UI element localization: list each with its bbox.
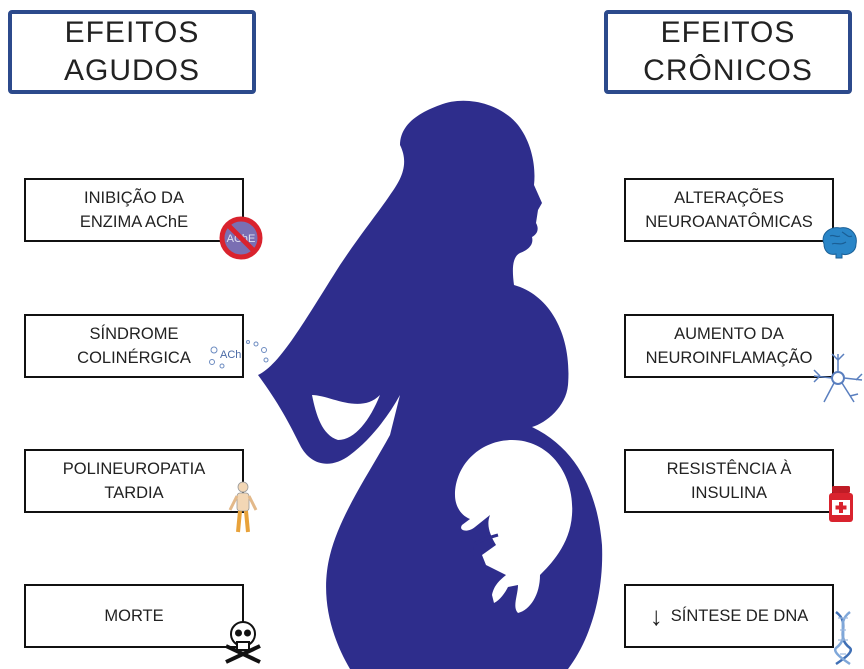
acute-effect-cholinergic-syndrome: SÍNDROME COLINÉRGICA	[24, 314, 244, 378]
down-arrow-icon: ↓	[649, 601, 663, 631]
ach-icon-label: ACh	[220, 349, 241, 361]
acute-effect-2-line1: SÍNDROME	[89, 325, 179, 343]
acute-effect-ache-inhibition: INIBIÇÃO DA ENZIMA AChE	[24, 178, 244, 242]
chronic-effect-neuroinflammation: AUMENTO DA NEUROINFLAMAÇÃO	[624, 314, 834, 378]
acute-effect-1-line1: INIBIÇÃO DA	[84, 189, 184, 207]
chronic-effect-3-line1: RESISTÊNCIA À	[666, 460, 792, 478]
acute-effect-death: MORTE	[24, 584, 244, 648]
chronic-effect-dna-synthesis: ↓ SÍNTESE DE DNA	[624, 584, 834, 648]
chronic-effect-neuroanatomical: ALTERAÇÕES NEUROANATÔMICAS	[624, 178, 834, 242]
acetylcholine-molecules-icon: ACh	[209, 340, 269, 369]
medicine-bottle-icon	[829, 486, 853, 522]
header-chronic-line2: CRÔNICOS	[643, 54, 813, 87]
ache-inhibition-icon: AChE	[219, 216, 263, 260]
header-acute-line1: EFEITOS	[64, 16, 200, 49]
chronic-effect-1-line1: ALTERAÇÕES	[674, 189, 784, 207]
dna-synthesis-row: ↓ SÍNTESE DE DNA	[650, 603, 809, 629]
chronic-effect-4-line1: SÍNTESE DE DNA	[670, 607, 809, 625]
header-chronic-effects: EFEITOS CRÔNICOS	[604, 10, 852, 94]
header-chronic-line1: EFEITOS	[660, 16, 796, 49]
neuron-icon	[813, 353, 863, 403]
acute-effect-1-line2: ENZIMA AChE	[79, 213, 189, 231]
acute-effect-3-line2: TARDIA	[104, 484, 164, 502]
acute-effect-4-line1: MORTE	[104, 607, 164, 625]
chronic-effect-1-line2: NEUROANATÔMICAS	[645, 213, 813, 231]
acute-effect-3-line1: POLINEUROPATIA	[62, 460, 206, 478]
chronic-effect-insulin-resistance: RESISTÊNCIA À INSULINA	[624, 449, 834, 513]
silhouette-body	[258, 100, 603, 669]
header-acute-effects: EFEITOS AGUDOS	[8, 10, 256, 94]
chronic-effect-2-line2: NEUROINFLAMAÇÃO	[645, 349, 813, 367]
human-body-icon	[228, 481, 258, 533]
acute-effect-2-line2: COLINÉRGICA	[77, 349, 191, 367]
chronic-effect-2-line1: AUMENTO DA	[674, 325, 784, 343]
chronic-effect-3-line2: INSULINA	[690, 484, 768, 502]
dna-helix-icon	[833, 611, 853, 666]
header-acute-line2: AGUDOS	[63, 54, 201, 87]
silhouette-arm-gap	[312, 395, 380, 440]
fetus-figure	[455, 440, 573, 613]
umbilical-cord	[470, 533, 499, 557]
acute-effect-delayed-polyneuropathy: POLINEUROPATIA TARDIA	[24, 449, 244, 513]
pregnant-woman-silhouette	[258, 100, 603, 669]
brain-icon	[822, 227, 857, 259]
skull-crossbones-icon	[225, 621, 261, 664]
